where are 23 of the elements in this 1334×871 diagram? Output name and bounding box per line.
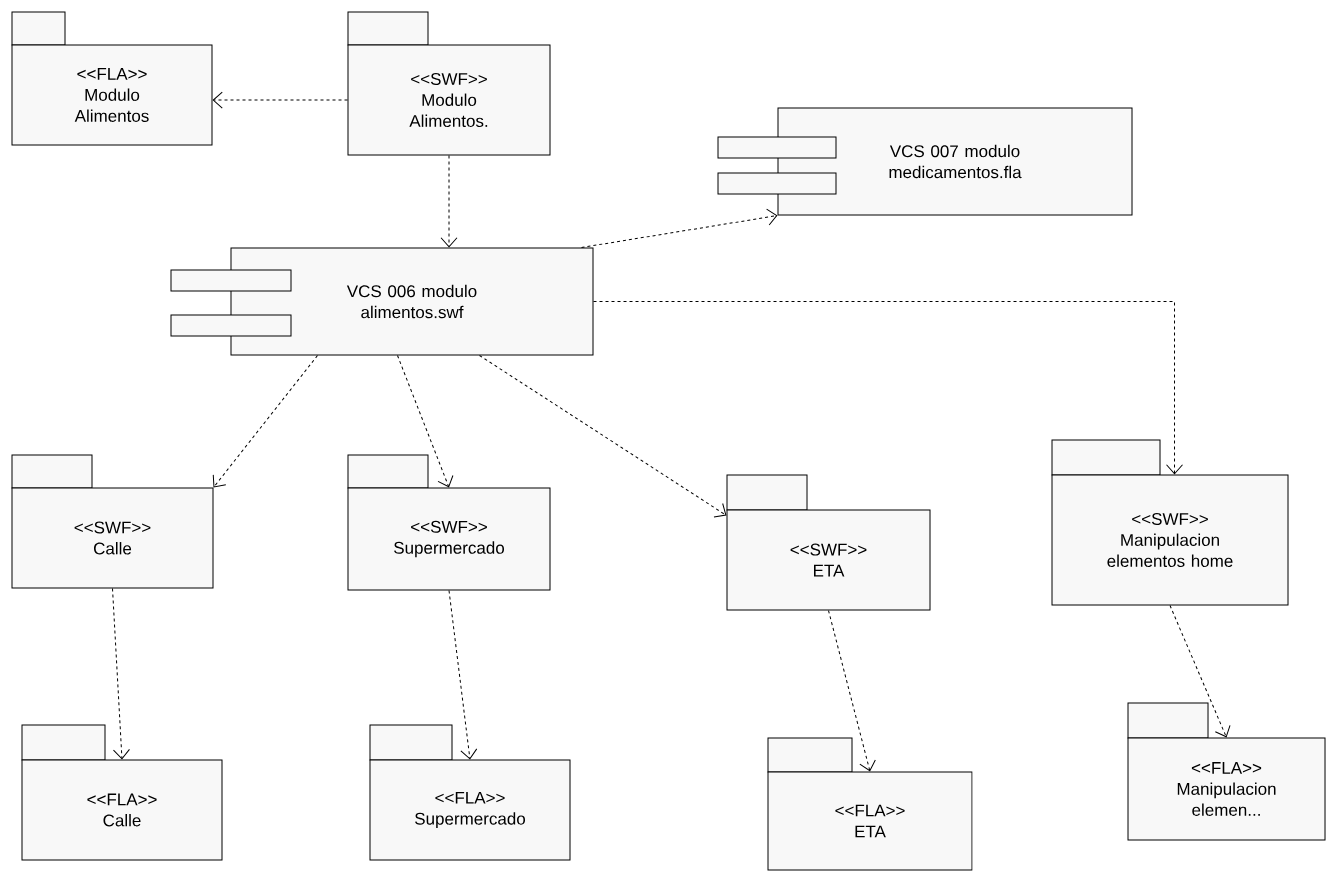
dependency-arrow	[440, 155, 458, 248]
package-box: <<FLA>> Modulo Alimentos	[11, 11, 213, 146]
package-box: <<SWF>> ETA	[726, 474, 931, 611]
dependency-arrow	[397, 355, 454, 488]
dependency-arrow	[593, 301, 1183, 475]
package-box: <<FLA>> Supermercado	[369, 724, 571, 861]
dependency-arrow	[212, 355, 318, 488]
dependency-arrow	[581, 208, 778, 248]
package-box: <<FLA>> Manipulacion elemen...	[1127, 702, 1326, 841]
package-box: <<SWF>> Manipulacion elementos home	[1051, 439, 1289, 606]
dependency-arrow	[112, 588, 130, 760]
package-box: <<SWF>> Modulo Alimentos.	[347, 11, 551, 156]
dependency-arrow	[212, 91, 348, 109]
component-box: VCS 007 modulo medicamentos.fla	[717, 107, 1133, 216]
package-box: <<SWF>> Calle	[11, 454, 214, 589]
package-box: <<SWF>> Supermercado	[347, 454, 551, 591]
dependency-arrow	[1169, 605, 1231, 738]
dependency-arrow	[479, 355, 727, 518]
dependency-arrow	[448, 590, 478, 760]
component-box: VCS 006 modulo alimentos.swf	[170, 247, 594, 356]
package-box: <<FLA>> ETA	[767, 737, 973, 871]
dependency-arrow	[828, 610, 876, 772]
package-box: <<FLA>> Calle	[21, 724, 223, 861]
